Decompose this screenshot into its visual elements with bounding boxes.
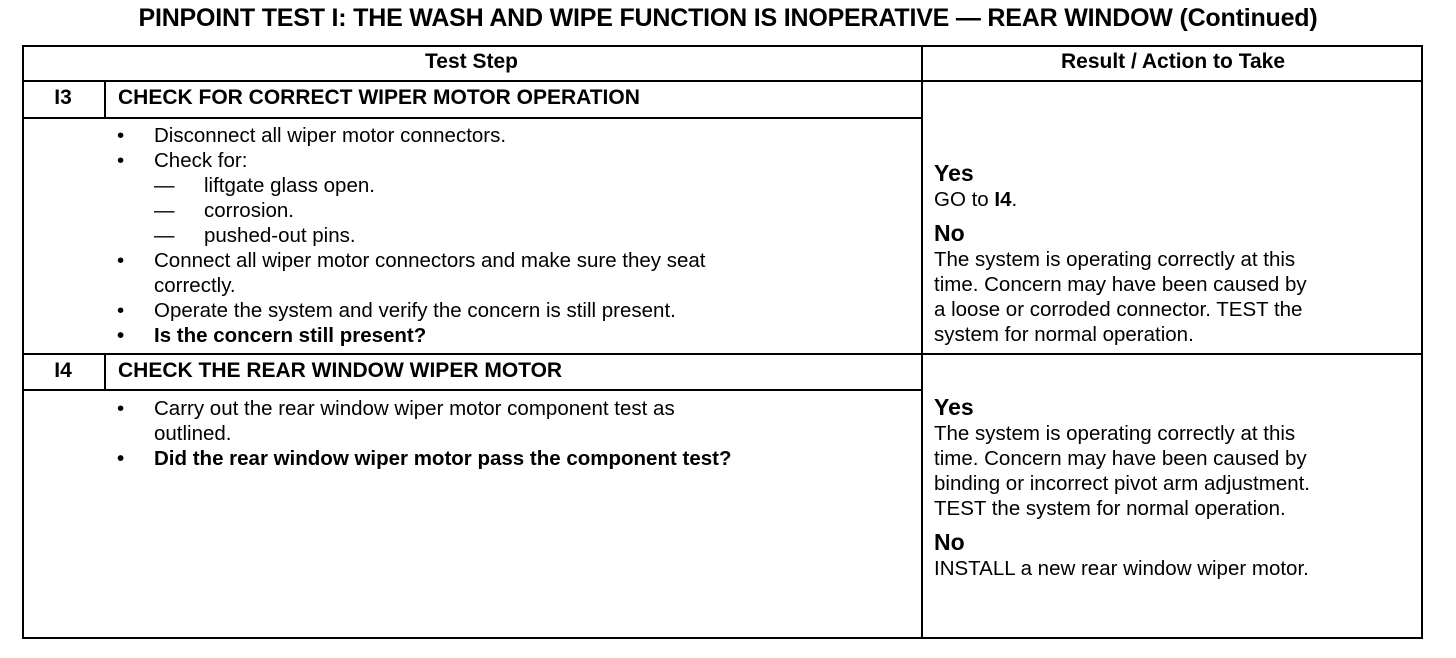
list-item: — liftgate glass open. xyxy=(116,173,706,198)
yes-label: Yes xyxy=(934,160,974,186)
list-item: Did the rear window wiper motor pass the… xyxy=(116,446,731,471)
step-id: I4 xyxy=(54,359,72,382)
list-item: Check for: xyxy=(116,148,706,173)
dash-mark: — xyxy=(154,199,175,222)
no-label: No xyxy=(934,220,965,246)
list-item: — corrosion. xyxy=(116,198,706,223)
step-id-divider xyxy=(104,353,106,391)
header-result: Result / Action to Take xyxy=(1060,50,1286,73)
yes-action-line: The system is operating correctly at thi… xyxy=(934,422,1296,445)
yes-label: Yes xyxy=(934,394,974,420)
item-text: liftgate glass open. xyxy=(204,174,375,197)
list-item: Disconnect all wiper motor connectors. xyxy=(116,123,706,148)
list-item: — pushed-out pins. xyxy=(116,223,706,248)
item-text: corrosion. xyxy=(204,199,295,222)
list-item: correctly. xyxy=(154,274,236,297)
step-title: CHECK THE REAR WINDOW WIPER MOTOR xyxy=(118,359,563,382)
step-row-divider xyxy=(22,353,1423,355)
dash-mark: — xyxy=(154,224,175,247)
list-item: outlined. xyxy=(154,422,232,445)
yes-action-line: TEST the system for normal operation. xyxy=(934,497,1286,520)
step-instructions: Carry out the rear window wiper motor co… xyxy=(116,396,731,471)
step-id-divider xyxy=(104,80,106,118)
no-action-line: INSTALL a new rear window wiper motor. xyxy=(934,557,1309,580)
step-instructions: Disconnect all wiper motor connectors. C… xyxy=(116,123,706,348)
column-divider xyxy=(921,45,923,639)
step-title: CHECK FOR CORRECT WIPER MOTOR OPERATION xyxy=(118,86,640,109)
step-id: I3 xyxy=(54,86,72,109)
list-item: Connect all wiper motor connectors and m… xyxy=(116,248,706,273)
yes-prefix: GO to xyxy=(934,188,995,211)
dash-mark: — xyxy=(154,174,175,197)
step-result: Yes GO to I4. No The system is operating… xyxy=(934,160,1307,347)
list-item: Is the concern still present? xyxy=(116,323,706,348)
step-title-divider xyxy=(22,389,922,391)
list-item: Carry out the rear window wiper motor co… xyxy=(116,396,731,421)
step-link: I4 xyxy=(994,188,1012,211)
test-table xyxy=(22,45,1423,639)
yes-action-line: time. Concern may have been caused by xyxy=(934,447,1307,470)
step-result: Yes The system is operating correctly at… xyxy=(934,394,1310,581)
yes-action: GO to I4. xyxy=(934,187,1307,212)
no-label: No xyxy=(934,529,965,555)
yes-suffix: . xyxy=(1011,188,1018,211)
list-item: Operate the system and verify the concer… xyxy=(116,298,706,323)
no-action-line: time. Concern may have been caused by xyxy=(934,273,1307,296)
step-title-divider xyxy=(22,117,922,119)
yes-action-line: binding or incorrect pivot arm adjustmen… xyxy=(934,472,1311,495)
header-test-step: Test Step xyxy=(425,50,518,73)
no-action-line: a loose or corroded connector. TEST the xyxy=(934,298,1303,321)
no-action-line: system for normal operation. xyxy=(934,323,1194,346)
item-text: pushed-out pins. xyxy=(204,224,356,247)
page-title: PINPOINT TEST I: THE WASH AND WIPE FUNCT… xyxy=(138,4,1318,32)
header-divider xyxy=(22,80,1423,82)
no-action-line: The system is operating correctly at thi… xyxy=(934,248,1296,271)
